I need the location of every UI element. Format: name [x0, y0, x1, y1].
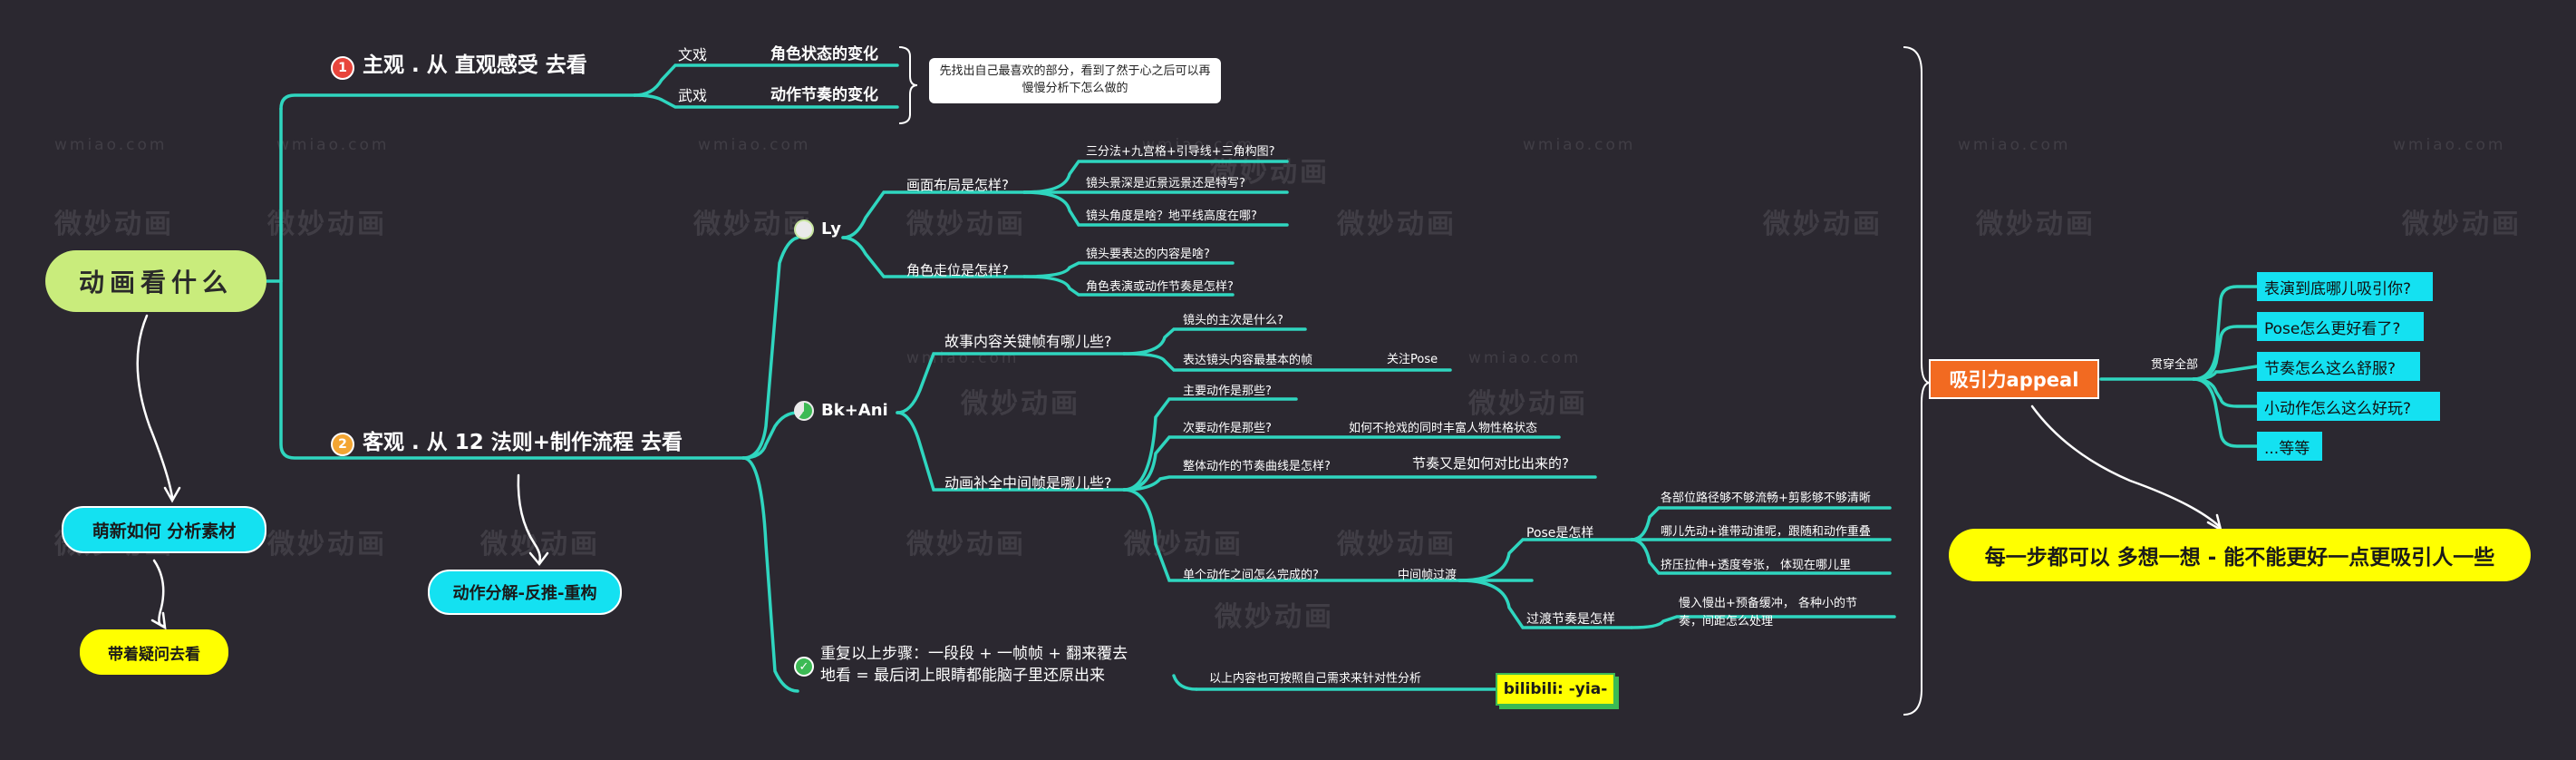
watermark-brand: 微妙动画 [54, 209, 174, 240]
watermark-brand: 微妙动画 [961, 388, 1080, 420]
inbetween-question: 动画补全中间帧是哪儿些? [944, 474, 1112, 492]
watermark-brand: 微妙动画 [2402, 209, 2522, 240]
watermark-brand: 微妙动画 [906, 209, 1026, 240]
rhythm-title: 过渡节奏是怎样 [1526, 612, 1615, 627]
watermark-url: wmiao.com [2393, 136, 2506, 154]
repeat-footnote: 以上内容也可按照自己需求来针对性分析 [1209, 672, 1422, 686]
subjective-note: 先找出自己最喜欢的部分，看到了然于心之后可以再慢慢分析下怎么做的 [929, 58, 1221, 103]
layout-item: 镜头角度是啥？地平线高度在哪? [1086, 209, 1257, 223]
watermark-url: wmiao.com [1468, 349, 1582, 367]
watermark-brand: 微妙动画 [693, 209, 813, 240]
objective-title: 客观 . 从 12 法则+制作流程 去看 [363, 431, 683, 454]
watermark-url: wmiao.com [276, 136, 390, 154]
watermark-brand: 微妙动画 [1468, 388, 1588, 420]
subjective-title: 主观 . 从 直观感受 去看 [363, 54, 587, 77]
rhythm-curve: 整体动作的节奏曲线是怎样? [1183, 460, 1331, 473]
watermark-brand: 微妙动画 [267, 529, 387, 560]
watermark-url: wmiao.com [1958, 136, 2071, 154]
check-icon: ✓ [794, 657, 814, 677]
progress-quarter-icon [794, 219, 814, 239]
watermark-brand: 微妙动画 [1763, 209, 1883, 240]
appeal-item: Pose怎么更好看了? [2257, 312, 2424, 341]
watermark-url: wmiao.com [698, 136, 811, 154]
watermark-brand: 微妙动画 [267, 209, 387, 240]
pose-item: 挤压拉伸+透度夸张， 体现在哪儿里 [1661, 559, 1852, 572]
appeal-item: 表演到底哪儿吸引你? [2257, 272, 2433, 301]
layout-question: 画面布局是怎样? [906, 177, 1009, 193]
single-action: 单个动作之间怎么完成的? [1183, 569, 1319, 582]
appeal-summary: 每一步都可以 多想一想 - 能不能更好一点更吸引人一些 [1949, 529, 2531, 581]
method-node: 动作分解-反推-重构 [428, 570, 622, 615]
transition-label: 中间帧过渡 [1398, 569, 1457, 582]
appeal-node: 吸引力appeal [1929, 359, 2099, 399]
watermark-brand: 微妙动画 [906, 529, 1026, 560]
appeal-item: 节奏怎么这么舒服? [2257, 352, 2420, 381]
layout-item: 三分法+九宫格+引导线+三角构图? [1086, 145, 1275, 159]
analyze-material-node: 萌新如何 分析素材 [62, 506, 266, 553]
secondary-action: 次要动作是那些? [1183, 422, 1272, 435]
pose-title: Pose是怎样 [1526, 526, 1594, 541]
rhythm-note: 慢入慢出+预备缓冲， 各种小的节奏，间距怎么处理 [1679, 597, 1858, 629]
repeat-line-1: 重复以上步骤：一段段 + 一帧帧 + 翻来覆去 [820, 645, 1128, 663]
watermark-brand: 微妙动画 [1337, 529, 1457, 560]
watermark-url: wmiao.com [1142, 136, 1255, 154]
key-item: 表达镜头内容最基本的帧 [1183, 354, 1313, 367]
root-node: 动画看什么 [45, 250, 266, 312]
number-one-icon: 1 [331, 56, 354, 80]
subjective-value: 角色状态的变化 [770, 45, 878, 63]
subjective-label: 武戏 [678, 87, 708, 104]
pose-item: 各部位路径够不够流畅+剪影够不够清晰 [1661, 492, 1871, 505]
layout-item: 镜头景深是近景远景还是特写? [1086, 177, 1245, 190]
watermark-brand: 微妙动画 [1124, 529, 1244, 560]
watermark-url: wmiao.com [1523, 136, 1636, 154]
ly-label: Ly [821, 219, 841, 239]
appeal-connector: 贯穿全部 [2151, 358, 2199, 372]
key-item: 镜头的主次是什么? [1183, 314, 1283, 327]
position-item: 镜头要表达的内容是啥? [1086, 248, 1210, 261]
position-item: 角色表演或动作节奏是怎样? [1086, 280, 1234, 294]
main-action: 主要动作是那些? [1183, 385, 1272, 398]
number-two-icon: 2 [331, 433, 354, 456]
appeal-item: ...等等 [2257, 432, 2322, 461]
subjective-label: 文戏 [678, 46, 708, 63]
key-question: 故事内容关键帧有哪儿些? [944, 333, 1112, 350]
watermark-brand: 微妙动画 [1215, 601, 1334, 633]
position-question: 角色走位是怎样? [906, 262, 1009, 278]
repeat-line-2: 地看 = 最后闭上眼睛都能脑子里还原出来 [820, 667, 1106, 685]
key-pose-note: 关注Pose [1387, 353, 1438, 366]
question-node: 带着疑问去看 [80, 629, 228, 675]
watermark-brand: 微妙动画 [1976, 209, 2096, 240]
watermark-brand: 微妙动画 [1337, 209, 1457, 240]
pose-item: 哪儿先动+谁带动谁呢，跟随和动作重叠 [1661, 525, 1871, 539]
appeal-item: 小动作怎么这么好玩? [2257, 392, 2440, 421]
watermark-url: wmiao.com [54, 136, 168, 154]
credit-box: bilibili: -yia- [1496, 673, 1615, 706]
progress-half-icon [794, 401, 814, 421]
subjective-value: 动作节奏的变化 [770, 86, 878, 104]
rhythm-curve-note: 节奏又是如何对比出来的? [1412, 455, 1569, 472]
bk-label: Bk+Ani [821, 401, 888, 420]
secondary-note: 如何不抢戏的同时丰富人物性格状态 [1349, 422, 1538, 435]
